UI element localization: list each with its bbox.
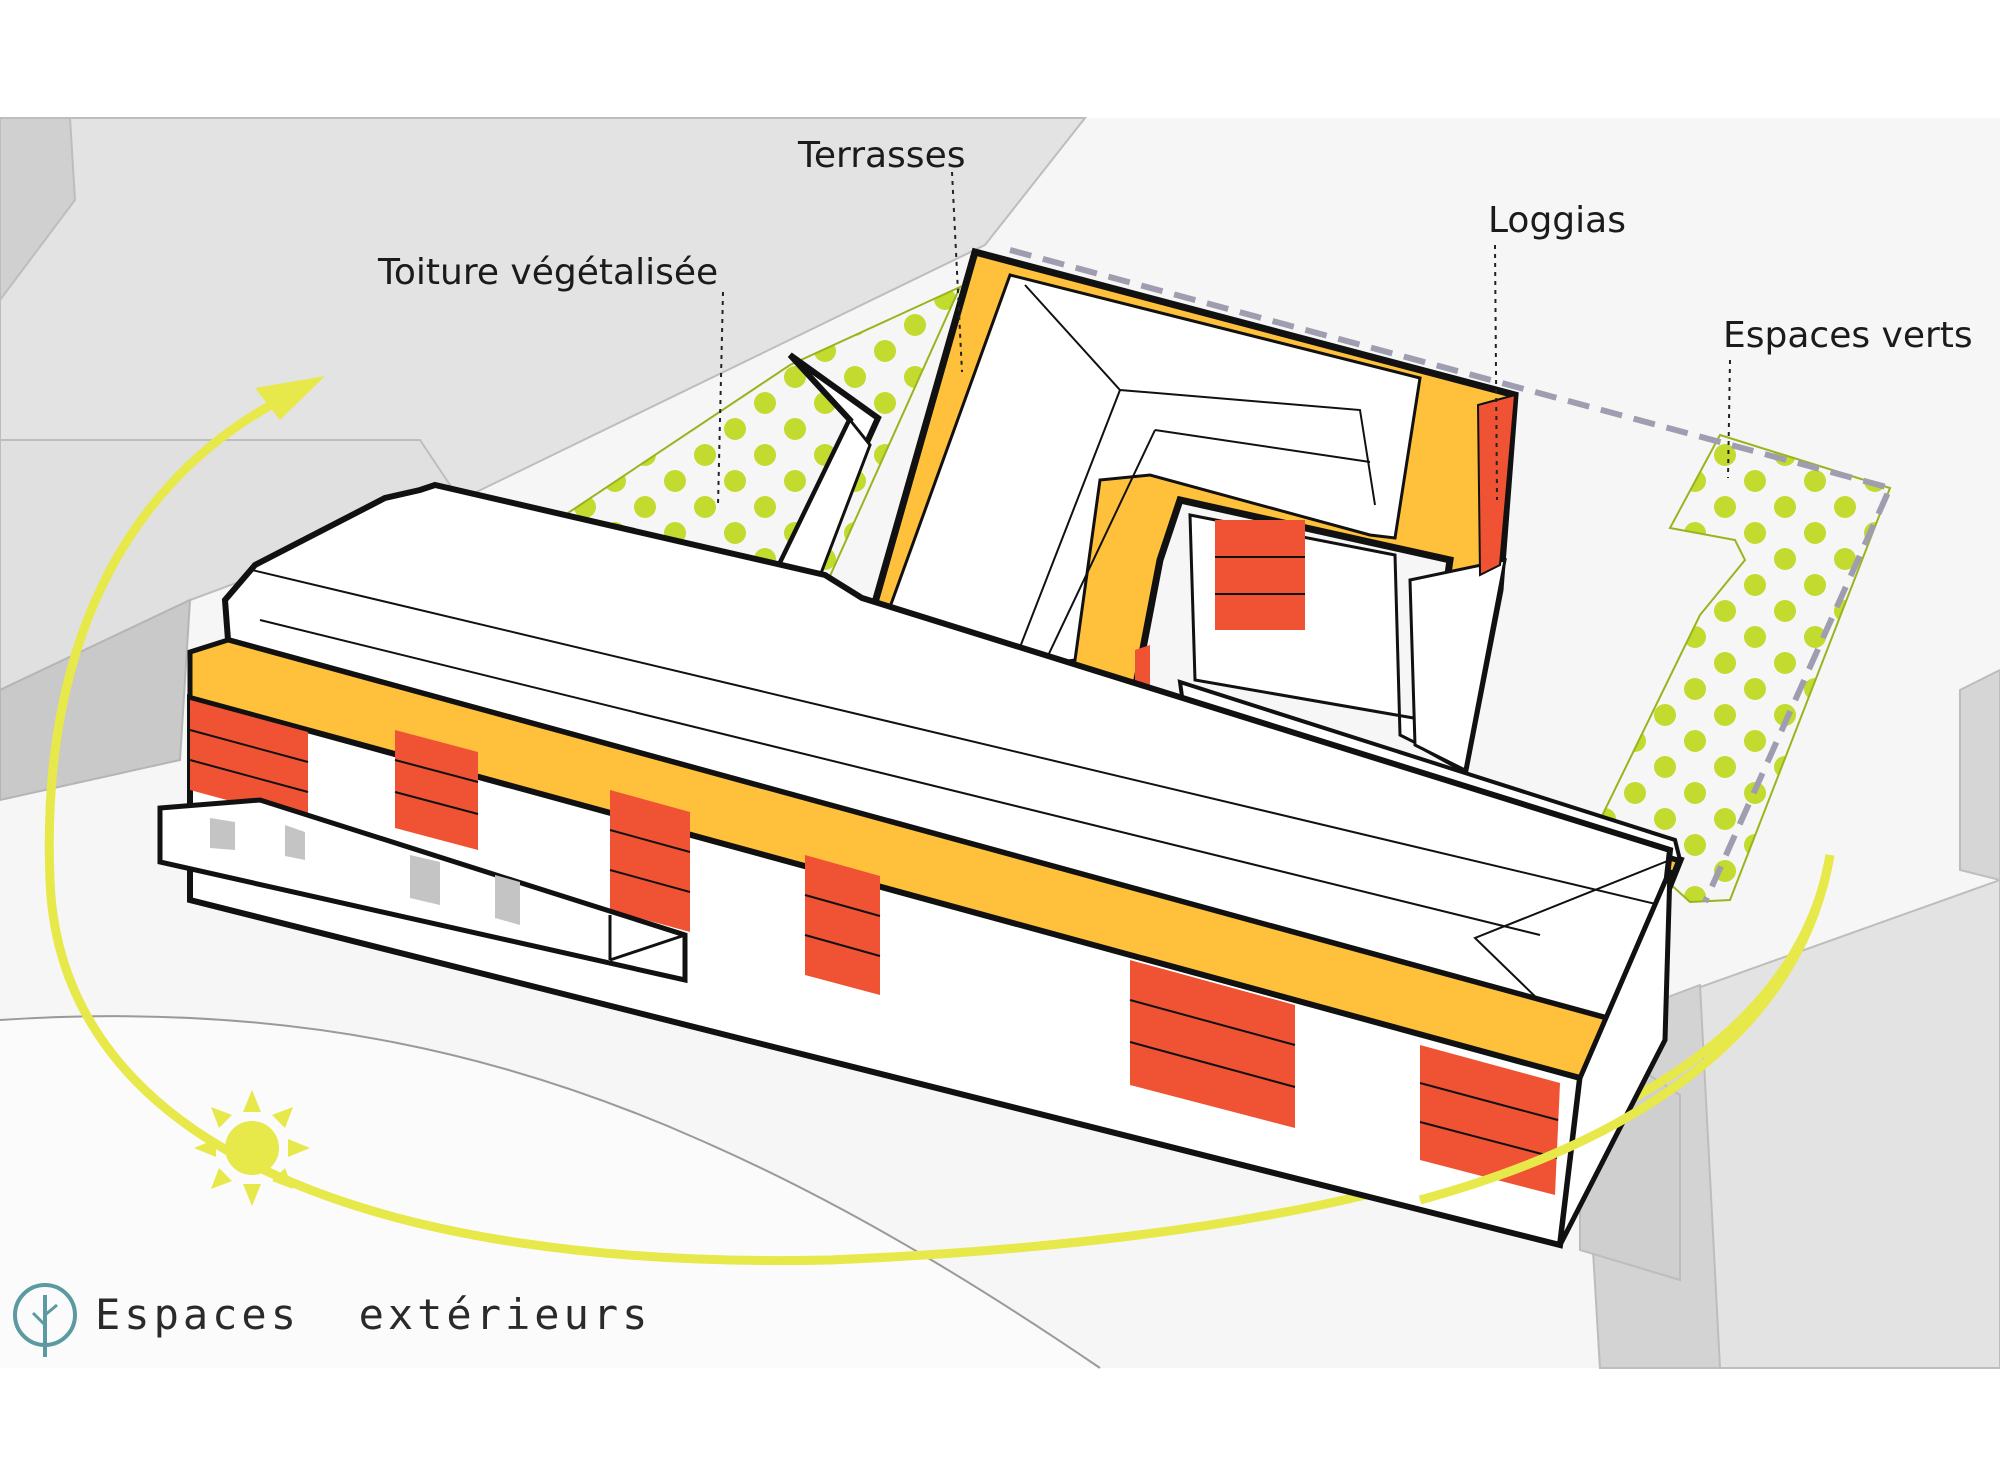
building-main — [157, 481, 1674, 1249]
context-buildings — [0, 117, 2000, 1369]
legend-caption: Espaces extérieurs — [95, 1290, 652, 1339]
label-espaces-verts: Espaces verts — [1723, 315, 1973, 356]
label-terrasses: Terrasses — [798, 135, 966, 176]
label-toiture-vegetalisee: Toiture végétalisée — [378, 252, 719, 293]
green-space — [1598, 433, 1892, 904]
sun-path-arrow-icon — [255, 376, 325, 420]
building-wing — [845, 247, 1685, 890]
sun-path-front — [1418, 854, 1835, 1205]
leader-lines — [717, 171, 1731, 506]
label-loggias: Loggias — [1488, 200, 1626, 241]
facade-loggias — [189, 700, 1560, 1195]
tree-icon — [13, 1283, 77, 1357]
sun-icon — [194, 1090, 310, 1206]
